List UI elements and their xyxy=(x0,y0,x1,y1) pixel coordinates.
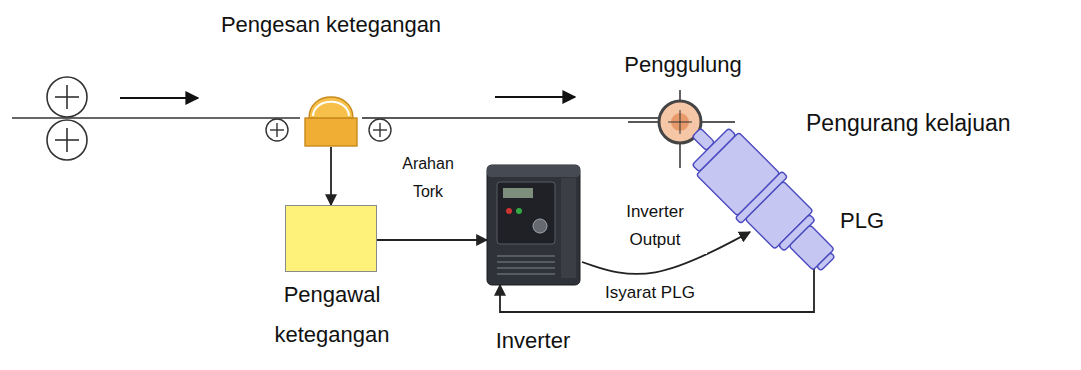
signal-label: Isyarat PLG xyxy=(603,283,697,303)
inverter-dial xyxy=(533,219,547,233)
dancer-dome xyxy=(309,97,353,118)
guide-roller xyxy=(266,119,288,141)
plg-encoder-shape xyxy=(796,230,832,268)
speed-reducer-shape xyxy=(700,140,800,232)
tension-sensor: Pengesan ketegangan xyxy=(300,85,362,147)
speed-reducer: Pengurang kelajuan xyxy=(700,140,800,232)
signal-label: Inverter Output xyxy=(603,198,707,254)
plg-encoder: PLG xyxy=(796,230,832,268)
plg-body xyxy=(789,225,834,270)
torque-command-arrow xyxy=(377,239,487,241)
inverter-display xyxy=(503,188,533,198)
node-heading: Penggulung xyxy=(624,52,741,78)
inverter-side xyxy=(561,178,576,278)
inverter-vent xyxy=(497,273,555,275)
sensor-base xyxy=(305,118,357,146)
tension-sensor-shape xyxy=(300,85,362,147)
inverter-top xyxy=(487,165,580,177)
nip-roller xyxy=(47,77,87,160)
inverter-vent xyxy=(497,261,555,263)
node-heading: Pengesan ketegangan xyxy=(221,12,441,38)
guide-roller xyxy=(369,119,391,141)
web-line xyxy=(12,117,300,119)
signal-arrow xyxy=(330,147,332,205)
inverter-unit-shape xyxy=(487,165,580,285)
inverter-body xyxy=(487,165,580,285)
node-heading: Inverter xyxy=(496,328,571,354)
plg-cap xyxy=(817,253,835,271)
web-line xyxy=(362,117,658,119)
dancer-web xyxy=(313,102,349,116)
node-heading: PLG xyxy=(840,208,884,234)
winder-axis xyxy=(680,110,681,134)
web-direction-arrow xyxy=(120,97,198,99)
web-direction-arrow xyxy=(495,96,575,98)
inverter-unit: Inverter xyxy=(487,165,580,285)
inverter-vent xyxy=(497,267,555,269)
node-heading: Pengawal ketegangan xyxy=(247,275,417,355)
signal-label: Arahan Tork xyxy=(384,150,472,206)
inverter-led xyxy=(516,208,522,214)
tension-controller: Pengawal ketegangan xyxy=(285,205,377,272)
inverter-vent xyxy=(497,255,555,257)
inverter-led xyxy=(506,208,512,214)
node-heading: Pengurang kelajuan xyxy=(806,110,1011,138)
inverter-panel xyxy=(497,182,555,244)
